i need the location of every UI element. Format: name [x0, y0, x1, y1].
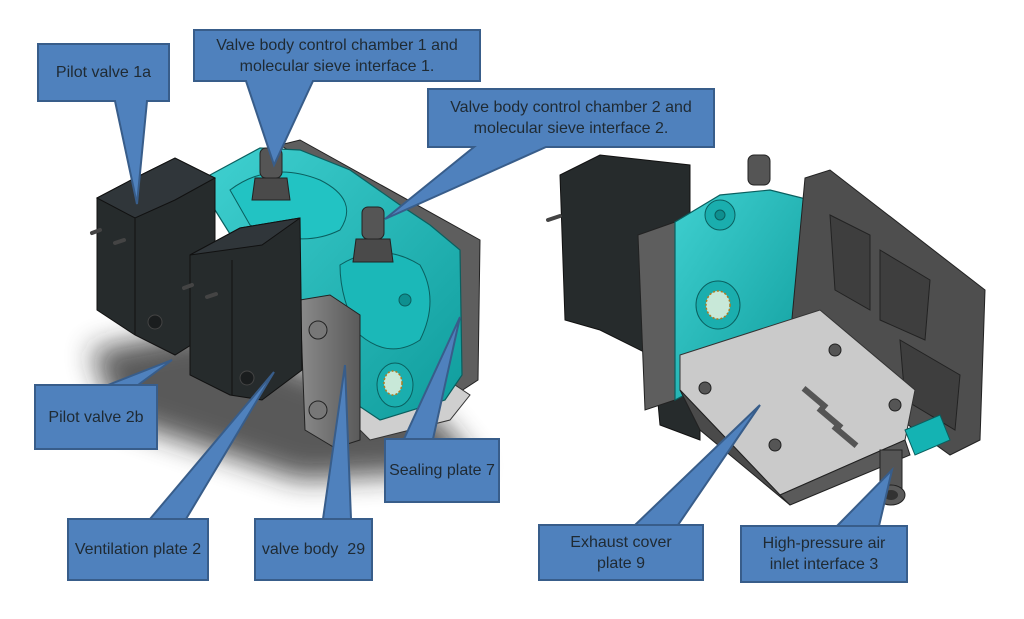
right-assembly-view: [546, 154, 986, 506]
callout-shape-valve-body-29: [254, 364, 373, 581]
callout-shape-pilot-valve-1a: [37, 43, 170, 205]
callout-label-line2: inlet interface 3: [769, 556, 879, 573]
callout-shape-pilot-valve-2b: [34, 359, 173, 450]
callout-label-line1: Valve body control chamber 1 and: [216, 36, 458, 54]
callout-label-line2: molecular sieve interface 2.: [473, 120, 669, 137]
end-plate-shape: [637, 221, 676, 411]
callout-label: Pilot valve 2b: [48, 408, 144, 426]
fitting-2: [352, 206, 394, 263]
callout-sealing-plate-7: Sealing plate 7: [385, 439, 499, 502]
callout-ventilation-plate-2: Ventilation plate 2: [68, 519, 208, 580]
callout-shape-control-chamber-1: [193, 29, 481, 168]
callout-shapes: [34, 29, 908, 583]
callout-shape-ventilation-plate-2: [67, 371, 275, 581]
callout-label-line1: High-pressure air: [762, 535, 886, 552]
ventilation-plate-shape: [299, 294, 361, 449]
callout-label-line2: plate 9: [596, 554, 646, 572]
callout-control-chamber-1: Valve body control chamber 1 and molecul…: [194, 30, 480, 81]
callout-label: Pilot valve 1a: [55, 64, 152, 81]
callout-pilot-valve-2b: Pilot valve 2b: [35, 385, 157, 449]
callout-control-chamber-2: Valve body control chamber 2 and molecul…: [428, 89, 714, 147]
callout-label-line2: molecular sieve interface 1.: [239, 57, 435, 75]
fitting-1: [251, 147, 291, 201]
callout-label: Sealing plate 7: [389, 462, 495, 479]
callout-label: valve body 29: [261, 541, 366, 558]
left-assembly-view: [90, 139, 481, 480]
callout-exhaust-cover-plate-9: Exhaust cover plate 9: [539, 525, 703, 580]
callout-label-line1: Valve body control chamber 2 and: [450, 99, 692, 116]
callout-shape-control-chamber-2: [384, 88, 715, 220]
drop-shadow: [90, 330, 480, 480]
callout-shape-high-pressure-inlet-3: [740, 466, 908, 583]
callout-shape-sealing-plate-7: [384, 316, 500, 503]
callout-label-line1: Exhaust cover: [570, 533, 672, 551]
pilot-valve-1a-shape: [90, 157, 217, 356]
callout-pilot-valve-1a: Pilot valve 1a: [38, 44, 169, 101]
callout-valve-body-29: valve body 29: [255, 519, 372, 580]
callout-shape-exhaust-cover-plate-9: [538, 404, 761, 581]
callout-label: Ventilation plate 2: [74, 541, 202, 558]
pilot-valve-2b-shape: [182, 217, 303, 401]
callout-high-pressure-inlet-3: High-pressure air inlet interface 3: [741, 526, 907, 582]
